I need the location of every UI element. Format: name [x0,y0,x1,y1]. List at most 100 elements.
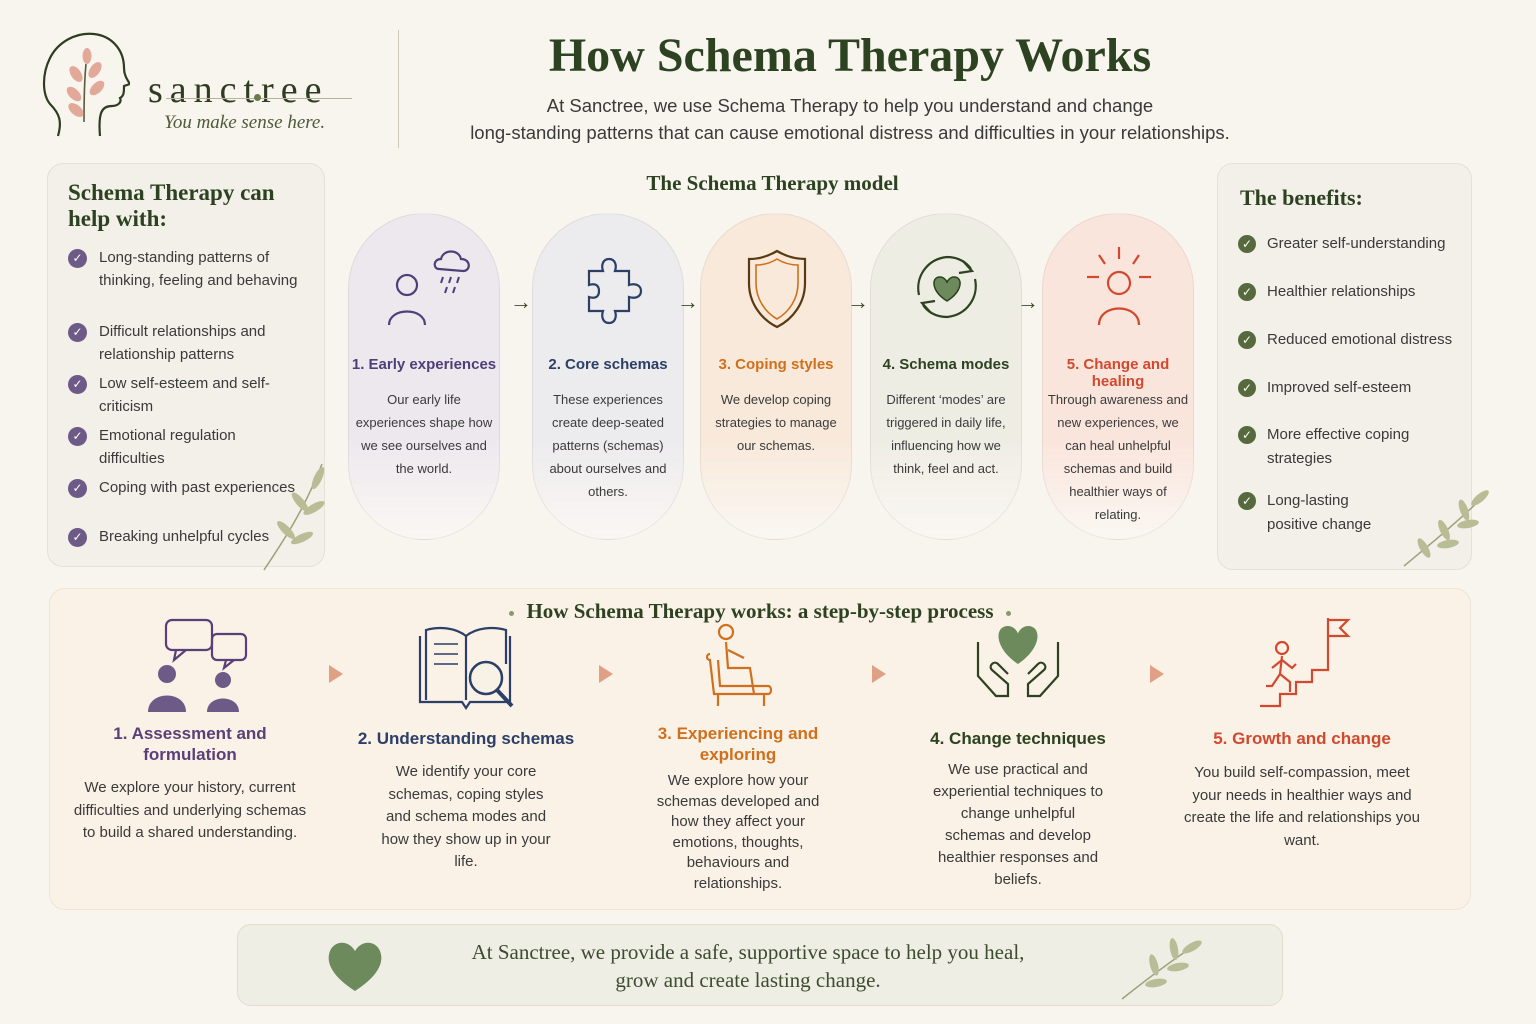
model-card-core-schemas: 2. Core schemas These experiences create… [532,213,684,540]
brand-tagline: You make sense here. [164,112,326,133]
check-icon: ✓ [68,375,87,394]
check-icon: ✓ [1238,331,1256,349]
benefit-item: ✓ Healthier relationships [1238,280,1468,304]
brand-divider-dot [254,94,261,101]
help-item-label: Long-standing patterns of thinking, feel… [99,249,298,289]
help-item: ✓ Coping with past experiences [68,477,298,500]
help-item: ✓ Emotional regulation difficulties [68,425,298,470]
page-intro: At Sanctree, we use Schema Therapy to he… [400,92,1300,146]
arrow-right-icon [599,665,613,683]
benefit-item: ✓ Long-lasting positive change [1238,489,1388,537]
footer-banner: At Sanctree, we provide a safe, supporti… [237,924,1283,1006]
step-text: You build self-compassion, meet your nee… [1184,764,1420,849]
model-card-heading: 1. Early experiences [351,356,497,373]
check-icon: ✓ [1238,492,1256,510]
benefit-item-label: Healthier relationships [1267,283,1416,300]
footer-line-2: grow and create lasting change. [615,968,881,992]
help-item: ✓ Long-standing patterns of thinking, fee… [68,247,298,292]
head-tree-logo-icon [42,32,130,137]
benefits-panel: The benefits: ✓Greater self-understandin… [1217,163,1489,570]
check-icon: ✓ [68,323,87,342]
arrow-right-icon [872,665,886,683]
help-item: ✓Breaking unhelpful cycles [68,526,298,549]
step-text: We use practical and experiential techni… [932,761,1104,888]
heart-icon [328,942,382,991]
step-text: We explore your history, current difficu… [73,779,307,841]
footer-line-1: At Sanctree, we provide a safe, supporti… [471,940,1025,964]
check-icon: ✓ [68,427,87,446]
title-dot [1005,610,1011,616]
arrow-right-icon [1150,665,1164,683]
help-item-label: Coping with past experiences [99,479,295,496]
cycle-heart-icon [917,255,977,319]
model-card-early-experiences: 1. Early experiences Our early life expe… [348,213,500,540]
puzzle-piece-icon [587,257,643,325]
model-card-coping-styles: 3. Coping styles We develop coping strat… [700,213,852,540]
benefits-title: The benefits: [1240,185,1363,210]
leaf-sprig-icon [1403,490,1489,567]
step-text: We explore how your schemas developed an… [656,772,820,892]
step-heading: 5. Growth and change [1213,729,1391,748]
book-magnifier-icon [418,626,514,710]
benefit-item: ✓Greater self-understanding [1238,232,1468,256]
process-title-text: How Schema Therapy works: a step-by-step… [526,599,994,623]
model-card-text: Different ‘modes’ are triggered in daily… [886,392,1006,476]
benefit-item-label: More effective coping strategies [1267,426,1410,467]
model-card-change-healing: 5. Change and healing Through awareness … [1042,213,1194,540]
person-rain-cloud-icon [387,250,470,326]
intro-line-2: long-standing patterns that can cause em… [470,122,1230,143]
benefit-item: ✓ Reduced emotional distress [1238,328,1468,352]
arrow-right-icon: → [510,289,532,314]
check-icon: ✓ [68,249,87,268]
process-panel: How Schema Therapy works: a step-by-step… [49,588,1471,910]
leaf-sprig-icon [263,463,325,571]
step-text: We identify your core schemas, coping st… [381,763,551,870]
shield-icon [747,249,807,329]
benefit-item-label: Reduced emotional distress [1267,331,1453,348]
conversation-icon [148,618,248,712]
model-card-heading: 2. Core schemas [548,356,668,373]
help-item: ✓ Low self-esteem and self-criticism [68,373,298,418]
benefit-item: ✓More effective coping strategies [1238,423,1438,471]
hands-heart-icon [976,626,1060,698]
benefit-item: ✓ Improved self-esteem [1238,376,1468,400]
stairs-flag-icon [1260,618,1351,708]
step-heading: 1. Assessment and formulation [113,724,267,764]
model-card-text: Through awareness and new experiences, w… [1047,392,1189,522]
model-card-text: We develop coping strategies to manage o… [715,392,837,453]
model-card-text: These experiences create deep-seated pat… [549,392,667,499]
step-heading: 2. Understanding schemas [357,729,575,748]
model-card-schema-modes: 4. Schema modes Different ‘modes’ are tr… [870,213,1022,540]
intro-line-1: At Sanctree, we use Schema Therapy to he… [546,95,1154,116]
arrow-right-icon [329,665,343,683]
model-card-heading: 4. Schema modes [882,356,1010,373]
help-title: Schema Therapy can help with: [68,180,275,231]
benefit-item-label: Long-lasting positive change [1267,492,1372,533]
brand-name: sanctree [148,69,329,111]
model-card-heading: 3. Coping styles [718,356,834,373]
title-dot [509,610,515,616]
check-icon: ✓ [1238,379,1256,397]
help-item-label: Breaking unhelpful cycles [99,528,270,545]
logo: sanctree You make sense here. [40,24,380,144]
check-icon: ✓ [68,479,87,498]
help-item-label: Low self-esteem and self-criticism [99,375,270,415]
model-card-text: Our early life experiences shape how we … [355,392,493,476]
help-item-label: Emotional regulation difficulties [99,427,236,467]
help-panel: Schema Therapy can help with: ✓ Long-stan… [47,163,325,571]
help-item-label: Difficult relationships and relationship… [99,323,266,363]
footer-text: At Sanctree, we provide a safe, supporti… [408,938,1088,994]
person-armchair-icon [705,623,773,706]
help-item: ✓ Difficult relationships and relationshi… [68,321,298,366]
model-card-heading: 5. Change and healing [1066,356,1170,390]
step-heading: 4. Change techniques [930,729,1106,748]
benefit-item-label: Improved self-esteem [1267,379,1412,396]
step-heading: 3. Experiencing and exploring [657,724,819,764]
arrow-right-icon: → [1017,289,1039,314]
page-title: How Schema Therapy Works [548,29,1152,82]
model-title: The Schema Therapy model [646,171,899,195]
header-divider [398,30,399,148]
benefit-item-label: Greater self-understanding [1267,235,1446,252]
process-title: How Schema Therapy works: a step-by-step… [50,599,1470,624]
check-icon: ✓ [1238,283,1256,301]
